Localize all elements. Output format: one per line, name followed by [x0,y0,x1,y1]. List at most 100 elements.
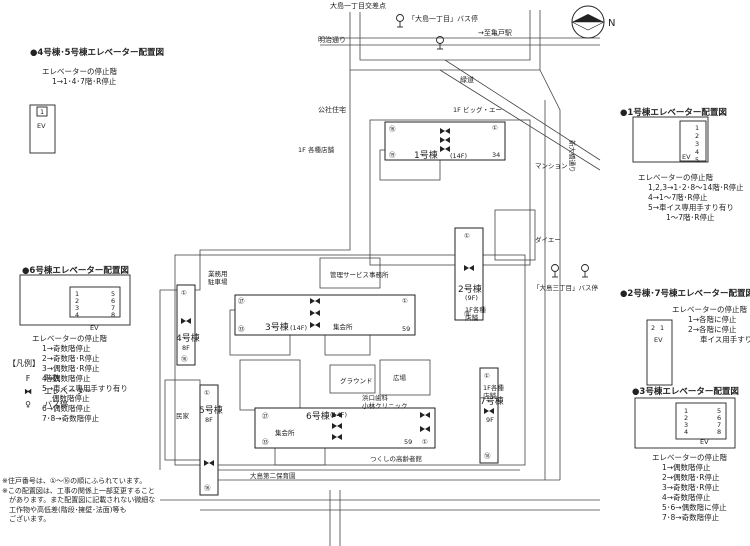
building-7-label: 7号棟 [480,395,504,407]
label-private-house: 民家 [176,411,190,420]
building-7 [479,367,499,464]
legend-label: バス停 [44,400,68,409]
ev-27-cell-1: 1 [660,324,664,332]
elevator-icon [420,426,430,432]
panel-3-line: 4→奇数階停止 [662,493,711,502]
building-5-num-16: ⑯ [204,484,211,492]
ev-diagram-3-core [675,402,727,440]
elevator-icon [181,318,191,324]
ev-6-cell-2: 2 [75,297,79,305]
panel-6-line: 1→奇数階停止 [42,344,91,353]
building-3 [234,294,416,336]
panel-27-line: 1→各階に停止 [688,315,737,324]
building-4-floors: 8F [182,344,190,352]
panel-3-line: 1→偶数階停止 [662,463,711,472]
panel-27-title: ●2号棟･7号棟エレベーター配置図 [620,289,750,299]
panel-6-line: 6→偶数階停止 [42,404,91,413]
bus-stop-icon [581,264,589,278]
compass-label: N [608,18,615,29]
panel-6-line: 偶数階停止 [52,394,90,403]
panel-3-line: 2→偶数階･R停止 [662,473,720,482]
label-business-parking: 業務用駐車場 [208,269,228,286]
panel-3-title: ●3号棟エレベーター配置図 [632,387,739,397]
building-2 [454,227,484,321]
road-line [159,70,351,470]
building-1-label: 1号棟 [414,149,438,161]
panel-3-line: 3→奇数階･R停止 [662,483,720,492]
panel-45-line: 1→1･4･7階･R停止 [52,77,117,86]
ev-6-cell-3: 3 [75,304,79,312]
ev-3-cell-1: 1 [684,407,688,415]
elevator-icon [310,322,320,328]
legend-title: 【凡例】 [8,359,40,368]
ev-diagram-27-building [646,319,673,386]
building-6-floors: (14F) [330,411,347,419]
elevator-icon [440,128,450,134]
ev-6-cell-6: 6 [111,297,115,305]
ev-3-cell-7: 7 [717,421,721,429]
elevator-icon [310,298,320,304]
building-2-num-18: ⑱ [464,310,471,318]
building-6-num-27: ㉗ [262,412,269,420]
ev-3-cell-3: 3 [684,421,688,429]
ev-27-label: EV [654,336,663,344]
panel-1-line: 1～7階･R停止 [666,213,715,222]
label-meeting-hall: 集会所 [333,322,353,331]
note-line: 工作物や高低差(階段･擁壁･法面)等も [2,505,127,514]
building-3-num-33: ㉝ [238,325,245,333]
building-4-num-first: ① [181,289,187,297]
building-1-num-19: ⑲ [389,151,396,159]
building-4-label: 4号棟 [176,332,200,344]
ev-1-cell-5: 5 [695,156,699,164]
road-line [539,69,561,480]
panel-6-line: 5→車イス専用手すり有り [42,384,128,393]
ev-1-cell-3: 3 [695,140,699,148]
ev-45-cell: 1 [40,108,44,116]
label-daiei: ダイエー [535,235,561,244]
bus-stop-icon [436,36,444,50]
ev-3-label: EV [700,438,709,446]
building-6-num-33: ㉝ [262,438,269,446]
note-line: ※住戸番号は、①～⑯の順にふられています。 [2,477,147,485]
building-3-num-27: ㉗ [238,297,245,305]
elevator-icon: ⧓ [24,387,32,396]
label-big-a: 1F ビッグ・エー [453,105,502,114]
label-public-housing: 公社住宅 [318,105,346,114]
building-6 [254,407,436,449]
elevator-icon [484,408,494,414]
notes: ※住戸番号は、①～⑯の順にふられています。 ※この配置図は、工事の関係上一部変更… [2,477,162,525]
label-plaza: 広場 [393,373,407,382]
building-6-num-59: 59 [404,438,412,446]
panel-27-line: 車イス用手すり有り [700,335,750,344]
label-bus-stop-3chome: 「大島三丁目」バス停 [533,283,599,292]
panel-6-line: 3→偶数階･R停止 [42,364,100,373]
ev-3-cell-2: 2 [684,414,688,422]
road-line [349,10,541,71]
building-6-num-first: ① [422,438,428,446]
ev-1-cell-4: 4 [695,148,699,156]
elevator-icon [332,412,342,418]
note-line: ございます。 [2,515,51,523]
building-6-label: 6号棟 [306,410,330,422]
panel-1-line: 5→車イス専用手すり有り [648,203,734,212]
building-7-floors: 9F [486,416,494,424]
panel-27-line: 2→各階に停止 [688,325,737,334]
elevator-icon [440,137,450,143]
ev-3-cell-5: 5 [717,407,721,415]
panel-3-sub: エレベーターの停止階 [652,453,727,462]
panel-27-elevator: ●2号棟･7号棟エレベーター配置図 [620,287,750,299]
bus-stop-icon: ♀ [25,400,31,409]
note-line: があります。また配置図に記載されない微細な [2,496,156,504]
road-line [444,59,601,161]
mgmt-area [319,257,381,289]
building-1 [384,121,506,161]
panel-1-elevator: ●1号棟エレベーター配置図 [620,106,727,118]
building-2-num-first: ① [464,232,470,240]
site-boundary [174,254,526,466]
building-3-label: 3号棟 [265,321,289,333]
ev-45-label: EV [37,122,46,130]
ev-1-cell-1: 1 [695,124,699,132]
panel-1-line: 4→1～7階･R停止 [648,193,708,202]
panel-3-line: 7･8→奇数階停止 [662,513,720,522]
